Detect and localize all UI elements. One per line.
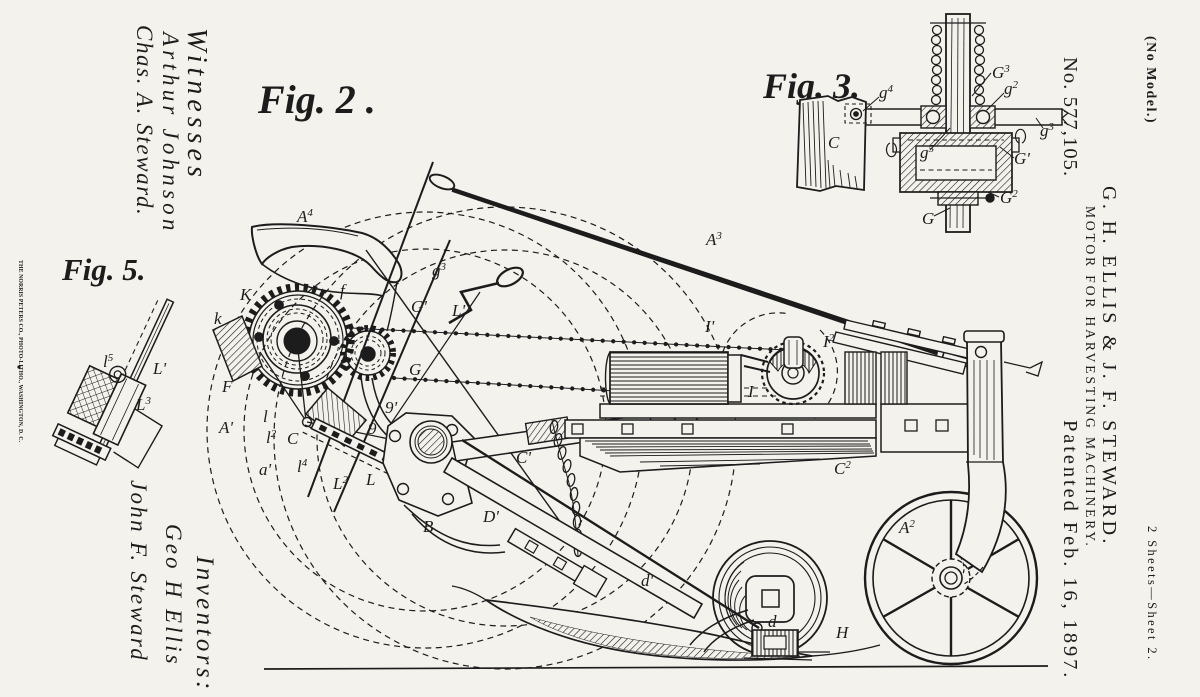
svg-text:L': L' — [451, 301, 465, 320]
svg-text:John F. Steward: John F. Steward — [126, 480, 151, 662]
svg-text:Geo H Ellis: Geo H Ellis — [161, 524, 186, 667]
svg-text:l4: l4 — [297, 457, 308, 476]
svg-text:d: d — [768, 612, 777, 631]
svg-text:I: I — [747, 382, 755, 401]
svg-text:D': D' — [482, 507, 499, 526]
svg-text:Inventors:: Inventors: — [191, 555, 218, 693]
svg-text:THE NORRIS PETERS CO., PHOTO-L: THE NORRIS PETERS CO., PHOTO-LITHO., WAS… — [17, 260, 23, 443]
svg-text:f: f — [340, 281, 347, 300]
svg-text:Witnesses: Witnesses — [181, 28, 212, 182]
svg-text:B: B — [423, 517, 434, 536]
svg-text:9: 9 — [368, 419, 377, 438]
svg-text:L': L' — [152, 359, 166, 378]
svg-text:G': G' — [411, 297, 427, 316]
svg-text:9': 9' — [385, 398, 398, 417]
svg-text:I': I' — [704, 317, 715, 336]
svg-text:L: L — [365, 470, 375, 489]
svg-text:G. H. ELLIS & J. F. STEWARD.: G. H. ELLIS & J. F. STEWARD. — [1098, 186, 1120, 547]
svg-text:d': d' — [641, 571, 654, 590]
svg-text:a': a' — [259, 460, 272, 479]
svg-text:C: C — [828, 133, 840, 152]
svg-text:G: G — [409, 360, 421, 379]
svg-text:C': C' — [516, 448, 531, 467]
svg-text:l: l — [263, 407, 268, 426]
svg-text:k: k — [214, 309, 222, 328]
svg-text:Patented Feb. 16, 1897.: Patented Feb. 16, 1897. — [1059, 420, 1081, 680]
svg-text:Fig. 2 .: Fig. 2 . — [257, 77, 376, 122]
svg-text:l5: l5 — [103, 352, 114, 371]
svg-text:G': G' — [1014, 149, 1030, 168]
svg-text:(No Model.): (No Model.) — [1143, 36, 1158, 124]
svg-text:l2: l2 — [266, 428, 277, 447]
svg-text:H: H — [835, 623, 850, 642]
svg-text:Chas. A. Steward.: Chas. A. Steward. — [132, 25, 157, 216]
svg-text:F: F — [221, 377, 233, 396]
svg-text:A': A' — [218, 418, 233, 437]
svg-text:Fig. 5.: Fig. 5. — [61, 252, 146, 287]
svg-text:MOTOR FOR HARVESTING MACHINERY: MOTOR FOR HARVESTING MACHINERY. — [1083, 206, 1098, 549]
svg-text:No. 577,105.: No. 577,105. — [1059, 57, 1081, 177]
svg-text:K: K — [239, 285, 253, 304]
svg-text:2 Sheets—Sheet 2.: 2 Sheets—Sheet 2. — [1145, 526, 1159, 662]
svg-text:G: G — [922, 209, 934, 228]
svg-text:Arthur Johnson: Arthur Johnson — [158, 30, 183, 235]
svg-text:C: C — [287, 429, 299, 448]
